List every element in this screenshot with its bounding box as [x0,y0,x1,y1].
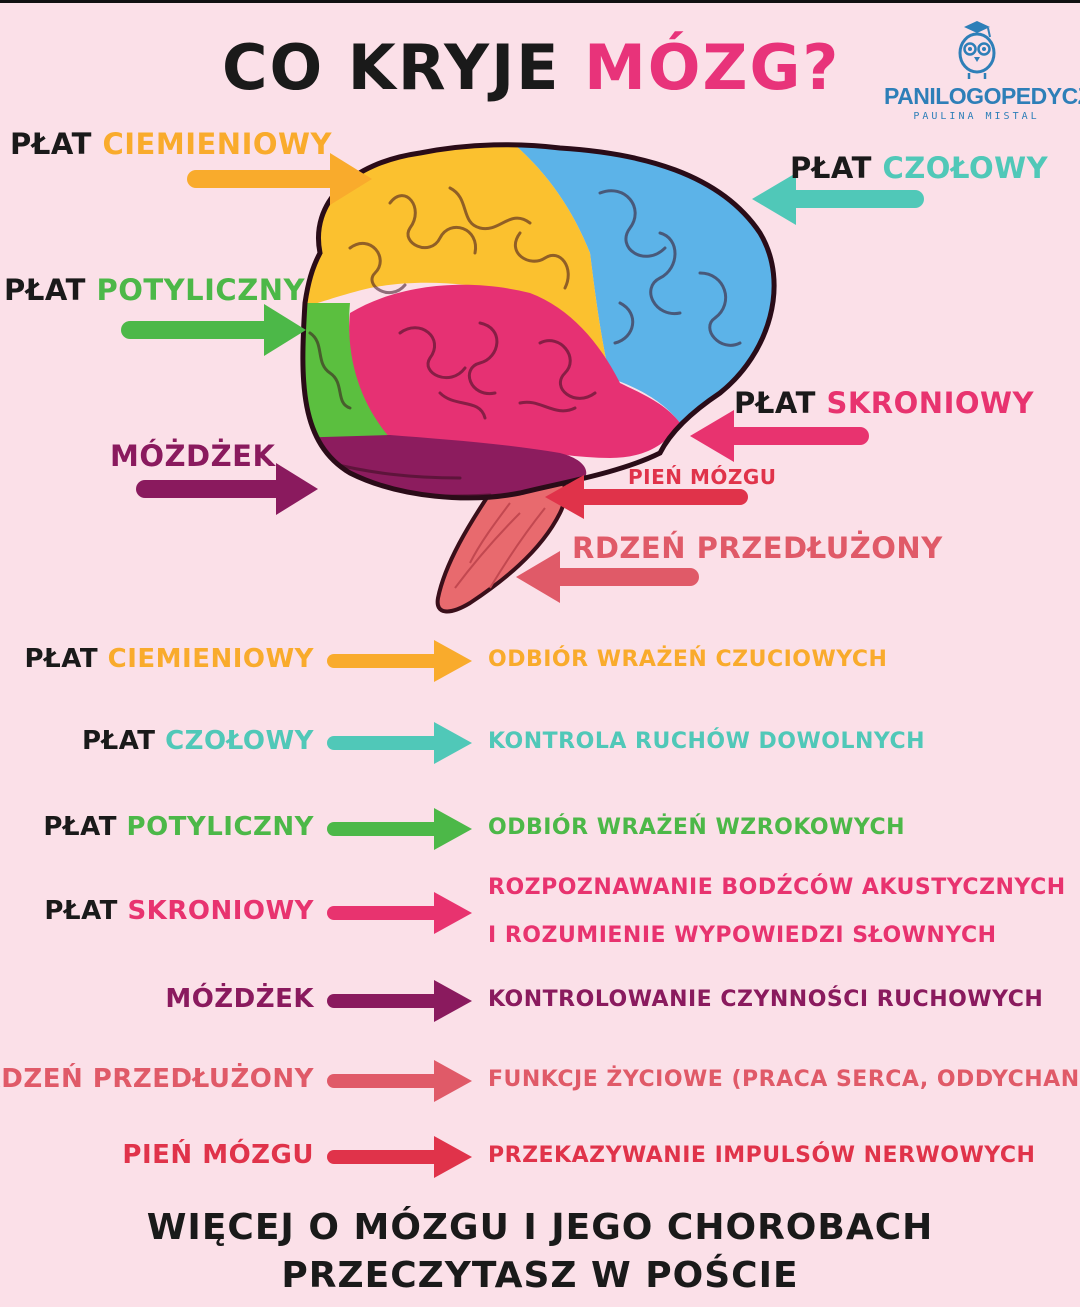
label-occipital: PŁAT POTYLICZNY [4,273,305,307]
function-label-name: SKRONIOWY [127,896,314,926]
function-label-name: RDZEŃ PRZEDŁUŻONY [0,1064,314,1094]
function-description: ODBIÓR WRAŻEŃ WZROKOWYCH [488,815,906,840]
function-label-prefix: PŁAT [81,726,166,756]
logo-subtitle: PAULINA MISTAL [913,111,1040,122]
temporal-lobe-shape [349,284,680,458]
arrow-occipital [121,304,306,356]
footer-line1: WIĘCEJ O MÓZGU I JEGO CHOROBACH [146,1207,934,1248]
label-brainstem: PIEŃ MÓZGU [628,465,777,489]
function-row-label: RDZEŃ PRZEDŁUŻONY [0,1064,314,1094]
label-parietal: PŁAT CIEMIENIOWY [10,127,332,161]
page-title: CO KRYJE MÓZG? [222,31,840,104]
label-prefix: PŁAT [734,386,827,420]
label-prefix: PŁAT [10,127,103,161]
label-cerebellum: MÓŻDŻEK [110,439,276,473]
function-arrow [327,808,472,850]
function-label-name: PIEŃ MÓZGU [122,1140,314,1170]
arrow-temporal [690,410,869,462]
function-row-label: PŁAT CZOŁOWY [82,726,314,756]
function-description: ODBIÓR WRAŻEŃ CZUCIOWYCH [488,647,888,672]
function-arrow [327,980,472,1022]
label-name: POTYLICZNY [96,273,305,307]
function-label-name: CIEMIENIOWY [107,644,314,674]
function-arrow [327,722,472,764]
label-prefix: PŁAT [790,151,883,185]
function-description: KONTROLOWANIE CZYNNOŚCI RUCHOWYCH [488,987,1044,1012]
function-description: PRZEKAZYWANIE IMPULSÓW NERWOWYCH [488,1143,1036,1168]
function-description: FUNKCJE ŻYCIOWE (PRACA SERCA, ODDYCHANIE… [488,1067,1080,1092]
footer-line2: PRZECZYTASZ W POŚCIE [281,1255,799,1296]
label-name: SKRONIOWY [826,386,1034,420]
function-row-label: PIEŃ MÓZGU [122,1140,314,1170]
function-row-label: PŁAT SKRONIOWY [44,896,314,926]
arrow-brainstem [545,475,748,519]
label-temporal: PŁAT SKRONIOWY [734,386,1034,420]
title-accent: MÓZG? [584,31,841,104]
function-description: I ROZUMIENIE WYPOWIEDZI SŁOWNYCH [488,923,997,948]
parietal-lobe-shape [302,144,610,378]
label-name: CZOŁOWY [882,151,1049,185]
function-arrow [327,640,472,682]
function-row-label: PŁAT CIEMIENIOWY [24,644,314,674]
logo-name: PANILOGOPEDYCZNA [884,83,1080,109]
brain-outline [300,142,777,501]
function-arrow [327,892,472,934]
function-label-prefix: PŁAT [44,896,128,926]
label-medulla: RDZEŃ PRZEDŁUŻONY [572,531,943,565]
arrow-cerebellum [136,463,318,515]
function-arrow [327,1136,472,1178]
function-description: KONTROLA RUCHÓW DOWOLNYCH [488,729,926,754]
logo: PANILOGOPEDYCZNA PAULINA MISTAL [884,21,1080,131]
label-prefix: PŁAT [4,273,97,307]
function-description: ROZPOZNAWANIE BODŹCÓW AKUSTYCZNYCH [488,875,1066,900]
label-frontal: PŁAT CZOŁOWY [790,151,1048,185]
function-label-name: CZOŁOWY [165,726,314,756]
arrow-medulla [516,551,699,603]
function-row-label: PŁAT POTYLICZNY [43,812,314,842]
function-label-prefix: PŁAT [24,644,108,674]
function-label-prefix: PŁAT [43,812,127,842]
brain-diagram [121,142,924,614]
function-row-label: MÓŻDŻEK [165,984,314,1014]
arrow-frontal [752,173,924,225]
title-part1: CO KRYJE [222,31,585,104]
function-label-name: POTYLICZNY [126,812,314,842]
label-name: CIEMIENIOWY [102,127,332,161]
owl-icon [958,21,996,79]
function-label-name: MÓŻDŻEK [165,984,314,1014]
function-arrow [327,1060,472,1102]
arrow-parietal [187,153,372,205]
